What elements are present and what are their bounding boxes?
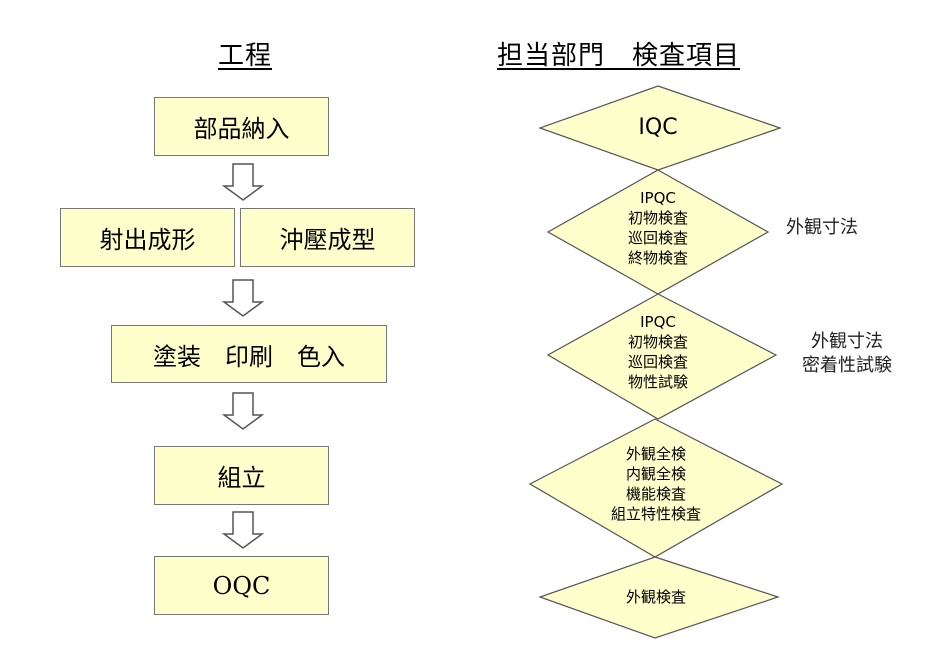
diamond-final-inspection (538, 556, 780, 639)
press-molding-box: 沖壓成型 (240, 208, 415, 267)
injection-molding-box: 射出成形 (60, 208, 235, 267)
diamond-final-inspection-label: 外観検査 (625, 588, 687, 606)
diamond-ipqc-2-label: IPQC 初物検査 巡回検査 物性試験 (627, 313, 689, 391)
diamond-ipqc-2 (546, 293, 778, 420)
parts-intake-box: 部品納入 (154, 97, 329, 156)
oqc-box: OQC (154, 556, 329, 615)
side-note-1: 外観寸法 (786, 217, 858, 238)
diamond-full-inspection-label: 外観全検 内観全検 機能検査 組立特性検査 (610, 445, 702, 523)
down-arrow-2 (221, 279, 265, 317)
process-column-heading: 工程 (218, 41, 273, 71)
down-arrows (221, 163, 265, 549)
down-arrow-1 (221, 163, 265, 201)
inspection-diamonds (528, 85, 784, 639)
painting-printing-box: 塗装 印刷 色入 (111, 325, 387, 383)
diamond-iqc-label: IQC (638, 115, 678, 140)
diamond-ipqc-1-label: IPQC 初物検査 巡回検査 終物検査 (627, 189, 689, 267)
inspection-column-heading: 担当部門 検査項目 (497, 41, 741, 71)
down-arrow-4 (221, 511, 265, 549)
down-arrow-3 (221, 392, 265, 430)
assembly-box: 組立 (154, 446, 329, 505)
side-note-2: 外観寸法 密着性試験 (802, 331, 892, 376)
